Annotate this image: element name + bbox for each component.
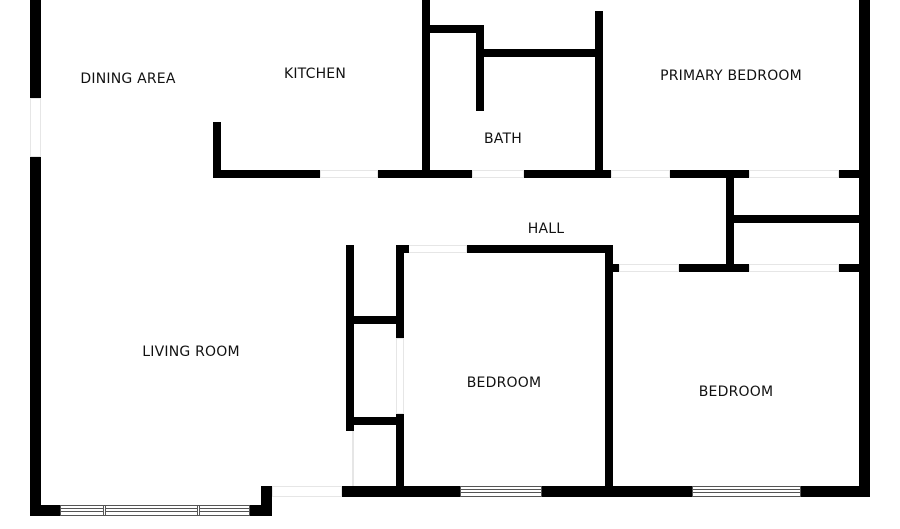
room-label-kitchen: KITCHEN xyxy=(283,66,347,82)
bedroom-1-top-opening xyxy=(405,245,467,253)
wall-bath-top-b xyxy=(476,49,602,57)
wall-closet-shelf-1 xyxy=(346,316,404,324)
wall-bath-bottom-right xyxy=(524,170,611,178)
wall-exterior-right xyxy=(859,0,870,497)
room-label-living-room: LIVING ROOM xyxy=(142,344,240,360)
closet-stack-bottom-opening xyxy=(352,431,354,486)
wall-bedroom-1-top xyxy=(467,245,612,253)
wall-closet-bottom-stub-left xyxy=(611,264,619,272)
closet-door-opening-lower xyxy=(749,264,839,272)
wall-closet-stack-left xyxy=(346,245,354,431)
closet-door-opening-upper xyxy=(749,170,839,178)
window-bedroom-1 xyxy=(460,486,542,497)
wall-exterior-left-lower xyxy=(30,157,41,516)
wall-exterior-bottom-left xyxy=(30,505,60,516)
window-living-room xyxy=(60,505,250,516)
wall-primary-bottom xyxy=(670,170,749,178)
window-bedroom-2 xyxy=(692,486,801,497)
bedroom-2-door-opening xyxy=(619,264,679,272)
wall-bedroom-2-top-stub xyxy=(839,264,859,272)
closet-stack-opening xyxy=(396,338,404,414)
wall-exterior-bottom-right-c xyxy=(801,486,870,497)
room-label-dining-area: DINING AREA xyxy=(80,71,176,87)
wall-closet-divider xyxy=(726,215,859,223)
wall-exterior-bottom-right-b xyxy=(542,486,692,497)
wall-primary-bottom-stub xyxy=(839,170,859,178)
window-opening-left xyxy=(30,98,41,157)
entry-door-opening xyxy=(272,486,342,497)
wall-closet-shelf-2 xyxy=(346,417,404,425)
room-label-hall: HALL xyxy=(527,221,565,237)
wall-closet-stack-right-upper xyxy=(396,245,404,338)
wall-bath-top-a xyxy=(422,25,483,33)
wall-bath-left xyxy=(422,0,430,178)
wall-bedroom-1-right xyxy=(605,245,613,497)
kitchen-opening xyxy=(320,170,378,178)
wall-bath-inner-vertical xyxy=(476,25,484,111)
wall-closet-stack-top-stub xyxy=(396,245,409,253)
wall-kitchen-bottom xyxy=(213,170,320,178)
bath-door-opening xyxy=(472,170,524,178)
room-label-primary-bedroom: PRIMARY BEDROOM xyxy=(660,68,802,84)
wall-exterior-jog-vertical xyxy=(261,486,272,516)
primary-door-opening xyxy=(611,170,670,178)
room-label-bath: BATH xyxy=(484,131,522,147)
wall-exterior-left-upper xyxy=(30,0,41,98)
wall-closet-stack-right-lower xyxy=(396,414,404,497)
wall-kitchen-stub xyxy=(213,122,221,178)
room-label-bedroom-1: BEDROOM xyxy=(466,375,542,391)
wall-bath-right xyxy=(595,11,603,178)
room-label-bedroom-2: BEDROOM xyxy=(698,384,774,400)
wall-bedroom-2-top xyxy=(679,264,749,272)
